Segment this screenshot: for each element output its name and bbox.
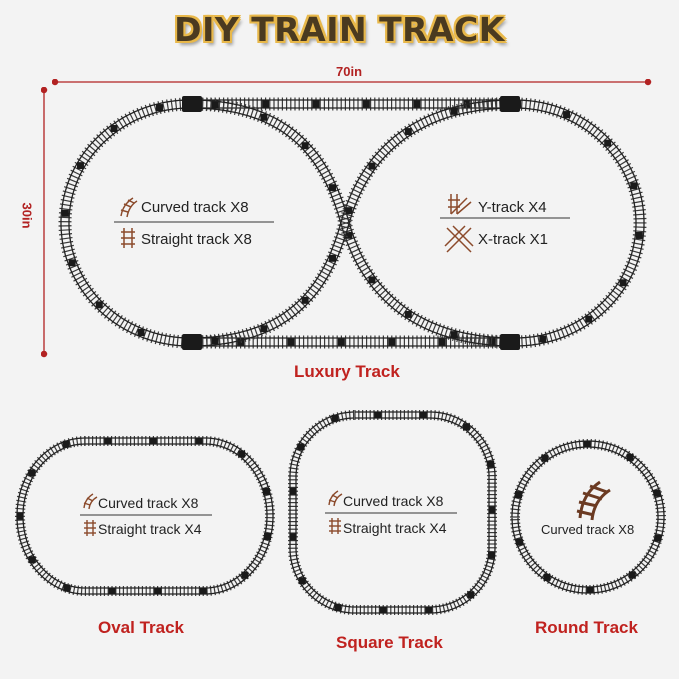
track-segment bbox=[189, 97, 514, 349]
y-track-icon bbox=[448, 194, 472, 215]
height-dimension-label: 30in bbox=[19, 202, 35, 229]
track-segment bbox=[15, 435, 275, 597]
straight-track-icon bbox=[121, 228, 135, 248]
straight-track-icon bbox=[84, 520, 96, 536]
x-track-icon bbox=[444, 225, 474, 253]
legend-curved-track: Curved track X8 bbox=[343, 493, 444, 509]
legend-straight-track: Straight track X4 bbox=[343, 520, 447, 536]
legend-straight-track: Straight track X4 bbox=[98, 521, 202, 537]
legend-straight-track: Straight track X8 bbox=[141, 231, 252, 248]
track-segment bbox=[509, 439, 666, 595]
curved-track-icon bbox=[576, 480, 611, 521]
curved-track-icon bbox=[328, 490, 343, 507]
straight-track-icon bbox=[329, 518, 341, 534]
track-segment bbox=[287, 409, 498, 615]
legend-y-track: Y-track X4 bbox=[478, 199, 547, 216]
legend-curved-track: Curved track X8 bbox=[98, 495, 199, 511]
width-dimension-label: 70in bbox=[336, 64, 363, 79]
legend-x-track: X-track X1 bbox=[478, 231, 549, 248]
square-track-caption: Square Track bbox=[336, 633, 443, 652]
legend-curved-track: Curved track X8 bbox=[141, 199, 249, 216]
round-track-caption: Round Track bbox=[535, 618, 638, 637]
oval-track-caption: Oval Track bbox=[98, 618, 185, 637]
legend-curved-track: Curved track X8 bbox=[541, 522, 635, 537]
curved-track-icon bbox=[83, 493, 98, 510]
oval-track-layout bbox=[20, 441, 270, 591]
track-segment bbox=[58, 97, 647, 349]
track-segment bbox=[189, 97, 514, 349]
track-connectors bbox=[182, 96, 520, 350]
luxury-track-layout bbox=[58, 97, 647, 349]
luxury-track-caption: Luxury Track bbox=[294, 362, 400, 381]
page-title: DIY TRAIN TRACK bbox=[174, 10, 505, 49]
curved-track-icon bbox=[120, 197, 138, 218]
